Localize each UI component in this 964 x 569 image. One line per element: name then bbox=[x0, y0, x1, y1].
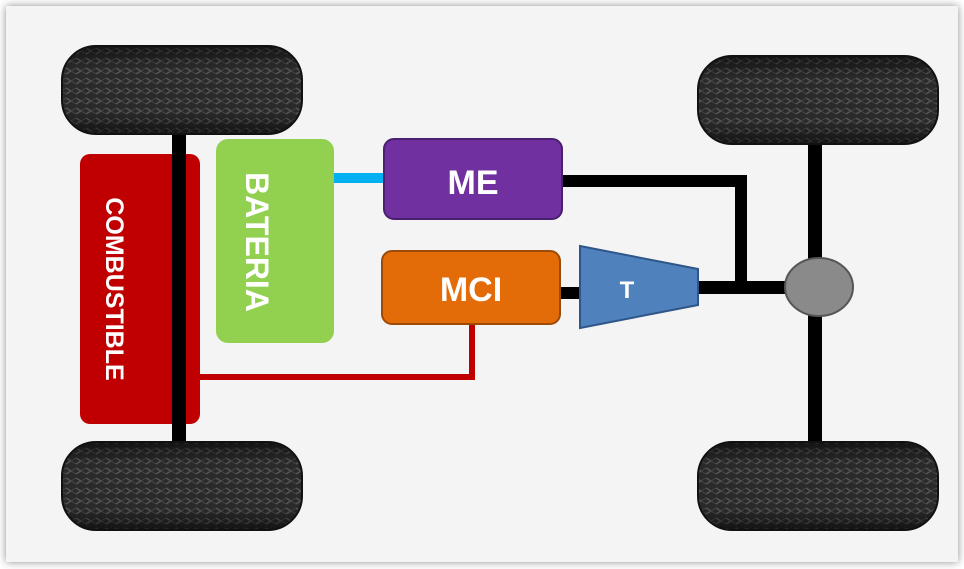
combustion-engine-label: MCI bbox=[440, 271, 502, 309]
diagram-frame: COMBUSTIBLE BATERIA ME MCI T bbox=[6, 6, 958, 562]
electric-motor-block: ME bbox=[383, 138, 563, 220]
tire-rear-right bbox=[61, 441, 303, 531]
transmission-block: T bbox=[579, 244, 699, 330]
electric-motor-label: ME bbox=[448, 164, 499, 202]
hybrid-vehicle-diagram: COMBUSTIBLE BATERIA ME MCI T bbox=[61, 45, 939, 531]
tire-front-left bbox=[697, 55, 939, 145]
transmission-output-shaft bbox=[696, 281, 808, 294]
electric-link bbox=[332, 173, 387, 183]
tire-rear-left bbox=[61, 45, 303, 135]
fuel-tank: COMBUSTIBLE bbox=[80, 154, 200, 424]
mci-transmission-shaft bbox=[560, 287, 582, 299]
battery-label: BATERIA bbox=[239, 172, 275, 312]
fuel-line bbox=[200, 324, 475, 380]
differential bbox=[784, 257, 854, 317]
transmission-label: T bbox=[620, 277, 635, 304]
me-driveline bbox=[561, 175, 747, 282]
fuel-tank-label: COMBUSTIBLE bbox=[100, 197, 128, 380]
combustion-engine-block: MCI bbox=[381, 250, 561, 325]
battery-block: BATERIA bbox=[216, 139, 334, 343]
tire-front-right bbox=[697, 441, 939, 531]
